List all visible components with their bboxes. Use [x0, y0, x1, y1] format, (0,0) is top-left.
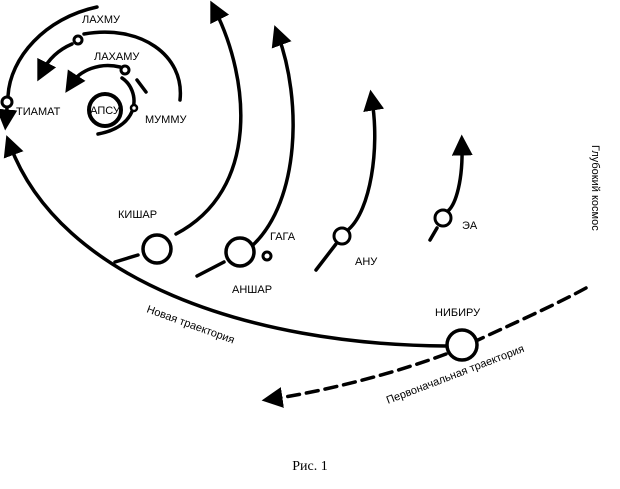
deep-space-label: Глубокий космос [589, 145, 601, 231]
anu-dash [314, 242, 338, 272]
tiamat-arrow [0, 106, 18, 131]
nibiru-planet [445, 328, 479, 362]
kishar-orbit [174, 0, 243, 236]
anshar-dash [195, 260, 226, 278]
anshar-planet [224, 236, 256, 268]
lahamu-label: ЛАХАМУ [94, 51, 140, 63]
nibiru-label: НИБИРУ [435, 307, 481, 319]
kishar-label: КИШАР [118, 209, 157, 221]
original-trajectory-incoming [476, 286, 588, 342]
mummu-orbit-dash [135, 78, 148, 94]
tiamat-label: ТИАМАТ [16, 106, 61, 118]
ea-orbit [446, 134, 473, 213]
anu-orbit [347, 89, 385, 231]
gaga-planet [261, 250, 273, 262]
tiamat-planet [0, 95, 14, 109]
lahmu-label: ЛАХМУ [82, 14, 121, 26]
anu-planet [332, 226, 352, 246]
lahmu-planet [72, 34, 84, 46]
kishar-dash [113, 253, 140, 264]
anshar-label: АНШАР [232, 284, 272, 296]
ea-dash [428, 226, 439, 242]
kishar-planet [141, 233, 173, 265]
anshar-orbit [251, 25, 295, 247]
apsu-star [87, 92, 123, 128]
ea-planet [433, 208, 453, 228]
new-trajectory [3, 135, 448, 348]
figure-caption: Рис. 1 [292, 459, 328, 474]
mummu-planet [129, 103, 139, 113]
lahamu-planet [119, 64, 131, 76]
new-trajectory-label: Новая траектория [145, 304, 236, 347]
mummu-label: МУММУ [145, 114, 187, 126]
ea-label: ЭА [462, 220, 478, 232]
original-trajectory-outgoing [261, 352, 448, 408]
apsu-label: АПСУ [90, 105, 121, 117]
lahmu-arrow [37, 42, 74, 82]
lahamu-orbit [65, 63, 122, 93]
anu-label: АНУ [355, 256, 378, 268]
gaga-label: ГАГА [270, 231, 296, 243]
tiamat-orbit [6, 5, 99, 98]
lahmu-orbit [82, 30, 183, 102]
